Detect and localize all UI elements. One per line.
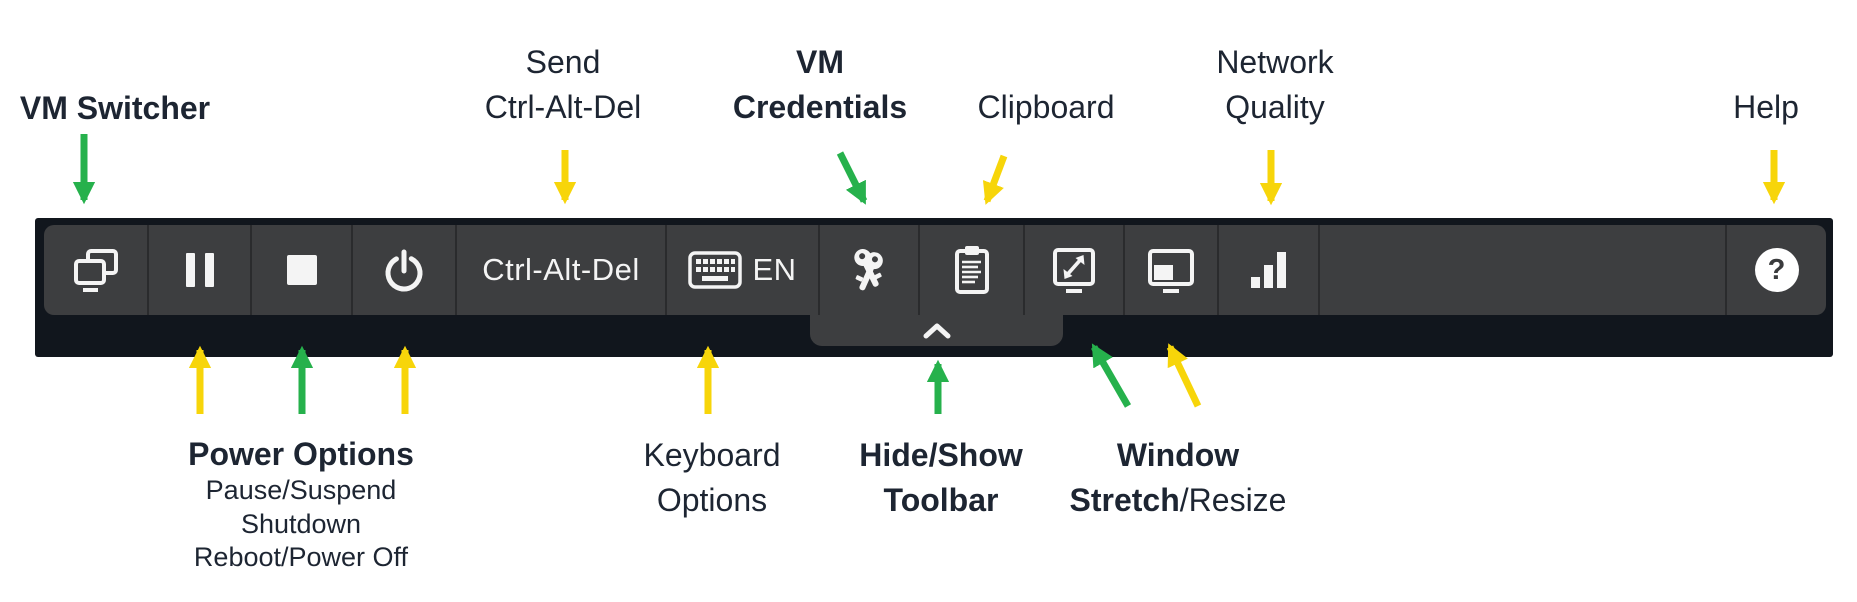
pause-button[interactable] (149, 225, 250, 315)
vm-credentials-label: VM Credentials (732, 44, 908, 125)
divider (1318, 225, 1320, 315)
ctrl-alt-del-text: Ctrl-Alt-Del (482, 252, 640, 287)
hide-show-toolbar-label: Hide/Show Toolbar (859, 437, 1023, 518)
monitor-diagonal-arrow-icon (1053, 248, 1095, 293)
window-stretch-button[interactable] (1025, 225, 1123, 315)
divider (147, 225, 149, 315)
window-resize-button[interactable] (1125, 225, 1217, 315)
divider (1123, 225, 1125, 315)
clipboard-icon (954, 246, 989, 294)
window-stretch-resize-label: Window Stretch/Resize (1069, 437, 1287, 518)
help-button[interactable]: ? (1727, 225, 1826, 315)
divider (1725, 225, 1727, 315)
vm-credentials-button[interactable] (820, 225, 918, 315)
hide-show-toolbar-tab[interactable] (810, 315, 1063, 346)
divider (455, 225, 457, 315)
clipboard-button[interactable] (920, 225, 1023, 315)
toolbar-empty-space (1320, 225, 1725, 315)
keys-icon (854, 249, 883, 291)
divider (250, 225, 252, 315)
power-options-label: Power Options Pause/Suspend Shutdown Reb… (188, 436, 414, 572)
divider (818, 225, 820, 315)
send-ctrl-alt-del-label: Send Ctrl-Alt-Del (484, 44, 642, 125)
vm-switcher-label: VM Switcher (19, 90, 211, 126)
power-button[interactable] (353, 225, 455, 315)
help-label: Help (1733, 89, 1799, 125)
divider (1023, 225, 1025, 315)
vm-switcher-button[interactable] (44, 225, 147, 315)
overlapping-windows-icon (73, 249, 118, 292)
overlapping-window-icon (1148, 249, 1194, 293)
power-icon (385, 249, 423, 292)
network-quality-button[interactable] (1219, 225, 1318, 315)
network-quality-label: Network Quality (1216, 44, 1334, 125)
ctrl-alt-del-button[interactable]: Ctrl-Alt-Del (457, 225, 665, 315)
keyboard-icon (688, 251, 743, 289)
arrow-vm-credentials (836, 151, 868, 205)
stop-icon (286, 255, 317, 285)
vm-toolbar: Ctrl-Alt-Del EN (35, 218, 1833, 357)
divider (1217, 225, 1219, 315)
clipboard-label: Clipboard (977, 89, 1115, 125)
divider (351, 225, 353, 315)
stop-button[interactable] (252, 225, 351, 315)
divider (665, 225, 667, 315)
keyboard-options-button[interactable]: EN (667, 225, 818, 315)
divider (918, 225, 920, 315)
toolbar-button-bar: Ctrl-Alt-Del EN (44, 225, 1826, 315)
signal-bars-icon (1250, 252, 1286, 288)
question-mark-icon: ? (1754, 248, 1799, 292)
pause-icon (185, 253, 214, 287)
chevron-up-icon (923, 323, 950, 339)
arrow-clipboard (982, 154, 1008, 205)
keyboard-options-label: Keyboard Options (643, 437, 781, 518)
keyboard-lang-text: EN (752, 252, 797, 287)
